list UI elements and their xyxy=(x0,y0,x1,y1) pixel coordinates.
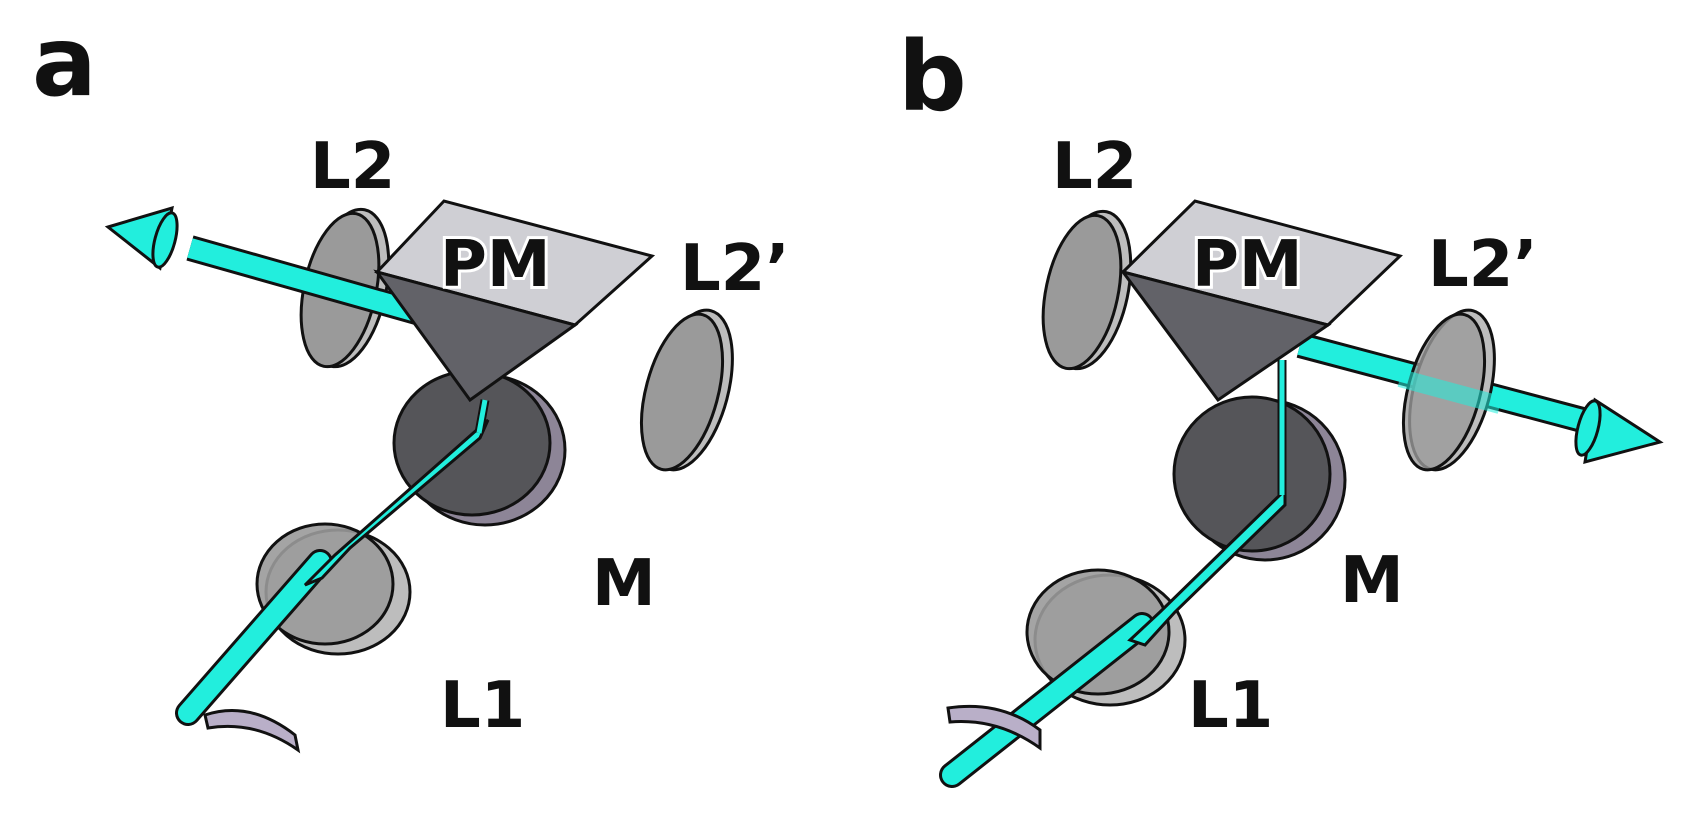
mirror-m-label-b: M xyxy=(1340,544,1404,618)
prism-pm-label-a: PM xyxy=(440,228,551,302)
prism-pm-b xyxy=(1119,199,1403,403)
panel-a: a xyxy=(32,6,790,754)
mirror-m-b xyxy=(1172,395,1347,562)
lens-l2-prime-b xyxy=(1397,308,1503,472)
lens-l2-prime-label-b: L2’ xyxy=(1428,228,1538,302)
lens-l2-prime-a xyxy=(640,308,734,472)
lens-l2-label-a: L2 xyxy=(310,130,395,204)
lens-l2-prime-label-a: L2’ xyxy=(680,232,790,306)
panel-a-label: a xyxy=(32,6,97,118)
input-beam-b xyxy=(939,360,1287,788)
rotation-arrow-a xyxy=(203,709,301,754)
rotation-arrow-b xyxy=(946,704,1042,751)
input-beam-a xyxy=(175,399,490,726)
lens-l1-label-a: L1 xyxy=(440,669,525,743)
lens-l2-label-b: L2 xyxy=(1052,130,1137,204)
prism-pm-a xyxy=(373,199,656,403)
mirror-m-label-a: M xyxy=(592,547,656,621)
lens-l2-b xyxy=(1041,209,1133,371)
lens-l1-label-b: L1 xyxy=(1188,669,1273,743)
panel-b-label: b xyxy=(898,21,967,133)
panel-b: b xyxy=(898,21,1664,788)
prism-pm-label-b: PM xyxy=(1192,228,1303,302)
